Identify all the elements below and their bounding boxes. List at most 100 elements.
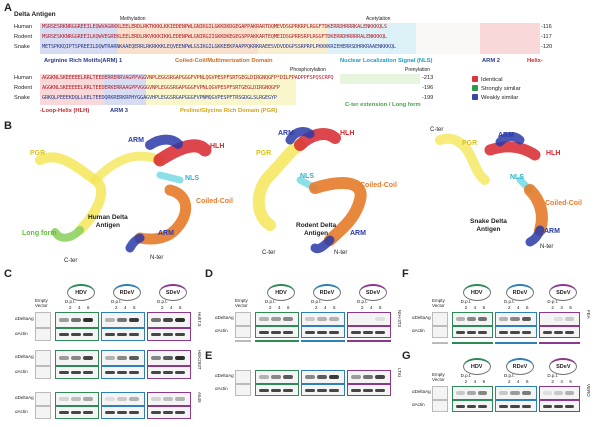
- blot-band: [151, 370, 161, 375]
- blot-band: [151, 410, 161, 415]
- prenylation-annotation: Prenylation: [405, 67, 431, 73]
- blot-band: [542, 391, 552, 395]
- panel-a-title: Delta Antigen: [14, 11, 56, 18]
- blot-empty-lane: [235, 370, 251, 384]
- domain-arm1-label: Arginine Rich Motifs(ARM) 1: [44, 58, 123, 64]
- blot-row-label: αDeltaAg: [215, 315, 234, 320]
- blot-band: [83, 410, 93, 415]
- legend-item: Identical: [472, 76, 521, 85]
- blot-empty-lane: [432, 326, 448, 338]
- blot-band: [117, 370, 127, 375]
- legend-swatch: [472, 76, 478, 83]
- blot-band: [375, 375, 385, 379]
- blot-band: [305, 375, 315, 379]
- snake-nter-label: N-ter: [540, 244, 554, 250]
- blot-strip: [255, 370, 299, 384]
- snake-nls-label: NLS: [510, 174, 524, 181]
- domain-arm2-label: ARM 2: [482, 58, 501, 64]
- blot-strip: [147, 406, 191, 419]
- blot-strip: [452, 400, 494, 412]
- cell-line-label: HEK293T: [197, 350, 202, 370]
- cell-line-label: NIH-3T3: [397, 310, 402, 328]
- blot-strip: [495, 342, 537, 345]
- blot-band: [510, 317, 520, 321]
- dpt-label: D.p.t.: [504, 373, 515, 378]
- rodent-pgr-label: PGR: [256, 150, 272, 157]
- virus-badge: RDeV: [313, 284, 341, 301]
- legend-swatch: [472, 85, 478, 92]
- blot-band: [351, 388, 361, 392]
- blot-empty-lane: [35, 366, 51, 379]
- panel-label-e: E: [205, 350, 213, 362]
- legend-swatch: [472, 94, 478, 101]
- dpt-label: D.p.t.: [547, 299, 559, 304]
- blot-band: [564, 404, 574, 408]
- dpt-label: D.p.t.: [157, 299, 168, 304]
- cell-line-label: VERO: [586, 384, 591, 397]
- virus-badge: HDV: [267, 284, 295, 301]
- blot-band: [375, 330, 385, 334]
- dpt-label: D.p.t.: [265, 299, 276, 304]
- day-label: 2: [161, 305, 164, 310]
- day-label: 4: [278, 305, 281, 310]
- blot-empty-lane: [432, 386, 448, 400]
- day-label: 6: [569, 379, 572, 384]
- blot-strip: [147, 350, 191, 366]
- blot-row-label: αActin: [215, 386, 228, 391]
- day-label: 4: [124, 305, 127, 310]
- blot-band: [163, 370, 173, 375]
- blot-band: [456, 391, 466, 395]
- blot-strip: [55, 392, 99, 406]
- day-label: 4: [517, 379, 520, 384]
- day-label: 6: [287, 305, 290, 310]
- blot-band: [564, 391, 574, 395]
- virus-badge: HDV: [462, 284, 491, 301]
- blot-band: [317, 330, 327, 334]
- empty-vector-label: Empty Vector: [235, 298, 248, 308]
- blot-strip: [347, 384, 391, 396]
- blot-row-label: αDeltaAg: [15, 316, 34, 321]
- cell-line-label: A549: [197, 392, 202, 403]
- dpt-label: D.p.t.: [357, 299, 368, 304]
- blot-band: [175, 397, 185, 401]
- blot-row-label: αActin: [15, 368, 28, 374]
- blot-strip: [495, 386, 537, 400]
- sequence-end: -196: [422, 85, 434, 91]
- domain-nls-label: Nuclear Localization Signal (NLS): [340, 58, 433, 64]
- blot-band: [478, 330, 488, 334]
- sequence-end: -199: [422, 95, 434, 101]
- blot-band: [305, 317, 315, 321]
- dpt-label: D.p.t.: [111, 299, 122, 304]
- day-label: 6: [569, 305, 572, 310]
- day-label: 2: [508, 305, 511, 310]
- sequence-block-2: AGGKNLSKEEEEELRRLTEEDERRERRVAGPPVGGVNPLE…: [40, 74, 420, 106]
- blot-band: [456, 317, 466, 321]
- blot-band: [467, 330, 477, 334]
- blot-empty-lane: [235, 340, 251, 343]
- phosphorylation-annotation: Phosphorylation: [290, 67, 326, 73]
- rodent-arm2-label: ARM: [350, 230, 366, 237]
- blot-empty-lane: [35, 392, 51, 406]
- empty-vector-label: Empty Vector: [35, 298, 48, 308]
- blot-band: [59, 410, 69, 415]
- blot-band: [329, 375, 339, 379]
- blot-band: [129, 370, 139, 375]
- blot-band: [59, 370, 69, 375]
- blot-strip: [538, 326, 580, 338]
- blot-band: [478, 391, 488, 395]
- dpt-label: D.p.t.: [65, 299, 76, 304]
- blot-strip: [347, 340, 391, 343]
- legend-item: Strongly similar: [472, 85, 521, 94]
- blot-band: [71, 317, 81, 323]
- human-coiled-label: Coiled-Coil: [196, 198, 233, 205]
- rodent-arm-label: ARM: [278, 130, 294, 137]
- day-label: 6: [526, 305, 529, 310]
- virus-badge: HDV: [462, 358, 491, 375]
- day-label: 6: [133, 305, 136, 310]
- domain-arm3-label: ARM 3: [110, 108, 129, 114]
- blot-strip: [147, 366, 191, 379]
- blot-band: [129, 332, 139, 337]
- blot-band: [259, 330, 269, 334]
- day-label: 6: [526, 379, 529, 384]
- dpt-label: D.p.t.: [547, 373, 559, 378]
